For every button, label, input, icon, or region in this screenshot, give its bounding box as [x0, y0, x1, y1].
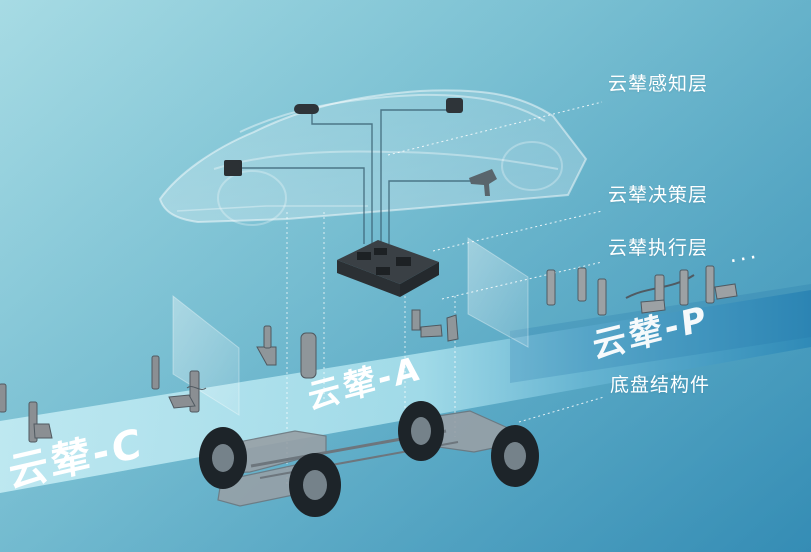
car-body-ghost: [158, 89, 588, 226]
suspension-parts-a: [256, 309, 459, 379]
variant-more-indicator: ···: [728, 244, 762, 275]
execution-layer-label: 云辇执行层: [608, 237, 709, 259]
sensor-wiring: [240, 109, 474, 244]
decision-layer-label: 云辇决策层: [608, 184, 709, 206]
sensor-modules: [224, 98, 497, 196]
suspension-parts-c: [0, 355, 207, 443]
glass-panels: [172, 237, 529, 416]
guide-lines: [387, 101, 605, 423]
perception-layer-label: 云辇感知层: [608, 73, 709, 95]
chassis-components-label: 底盘结构件: [610, 374, 711, 396]
wheels: [199, 401, 539, 517]
suspension-parts-p: [546, 265, 738, 316]
controller-unit: [337, 240, 439, 297]
